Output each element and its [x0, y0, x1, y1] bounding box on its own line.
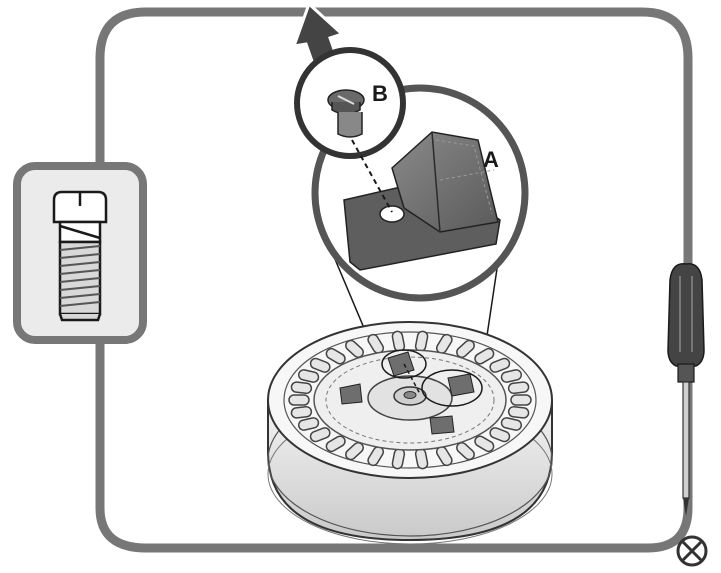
- screw-inset: [17, 166, 143, 340]
- screwdriver-icon: [668, 264, 704, 516]
- rotor-slot: [508, 382, 529, 394]
- rotor-slot: [291, 406, 312, 418]
- rotor-slot: [289, 395, 309, 405]
- callout-label-a: A: [483, 147, 499, 172]
- circle-x-icon: [678, 537, 706, 565]
- rotor-slot: [511, 395, 531, 405]
- rotor-slot: [291, 382, 312, 394]
- callout-label-b: B: [372, 81, 388, 106]
- rotor-slot: [508, 406, 529, 418]
- screw-icon: [54, 192, 106, 320]
- rotor-base: [268, 322, 552, 544]
